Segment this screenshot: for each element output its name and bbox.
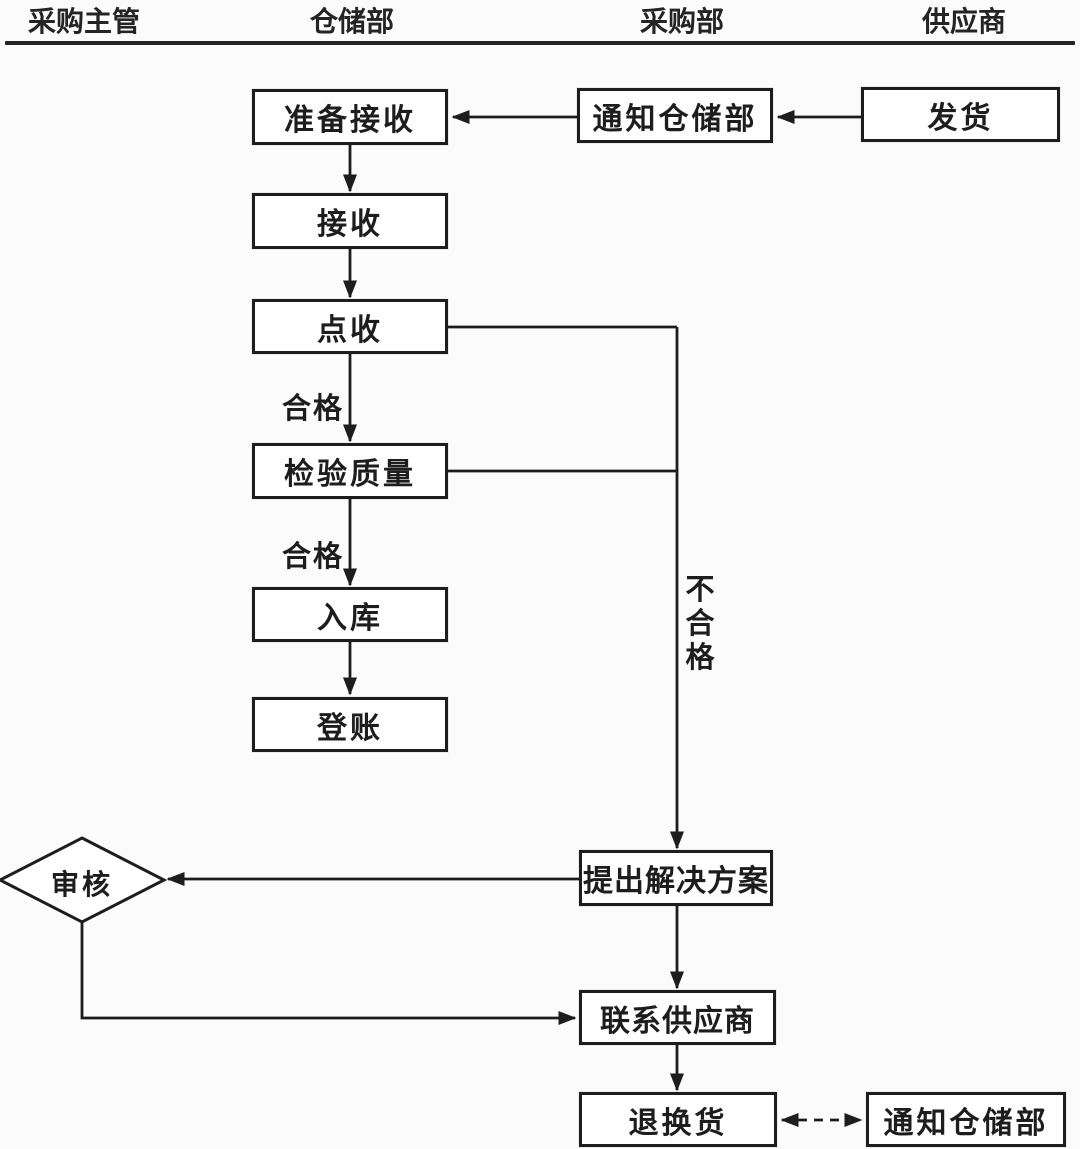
edge-label-qualified-2: 合格 — [282, 539, 345, 573]
node-ship-goods: 发货 — [861, 87, 1060, 142]
header-divider — [5, 41, 1075, 45]
lane-label-purchasing-supervisor: 采购主管 — [28, 5, 141, 38]
node-quality-inspect: 检验质量 — [252, 443, 448, 499]
node-count-check: 点收 — [252, 299, 448, 354]
node-record-account: 登账 — [252, 697, 448, 752]
node-warehouse-in: 入库 — [252, 587, 448, 642]
node-review-label: 审核 — [50, 868, 113, 901]
node-propose-solution: 提出解决方案 — [579, 850, 773, 906]
lane-label-purchasing-dept: 采购部 — [640, 5, 725, 38]
edge-label-unqualified: 不合格 — [685, 572, 715, 674]
lane-label-warehouse-dept: 仓储部 — [310, 5, 395, 38]
lane-label-supplier: 供应商 — [922, 5, 1007, 38]
node-return-exchange: 退换货 — [579, 1092, 777, 1147]
node-contact-supplier: 联系供应商 — [579, 990, 776, 1045]
node-prepare-receive: 准备接收 — [252, 89, 448, 145]
node-receive: 接收 — [252, 193, 448, 249]
edge-label-qualified-1: 合格 — [282, 391, 345, 425]
node-notify-warehouse-top: 通知仓储部 — [577, 88, 773, 143]
review-diamond-shape — [0, 836, 168, 924]
node-notify-warehouse-bottom: 通知仓储部 — [866, 1092, 1066, 1147]
edge-review-to-contact — [80, 922, 577, 1025]
